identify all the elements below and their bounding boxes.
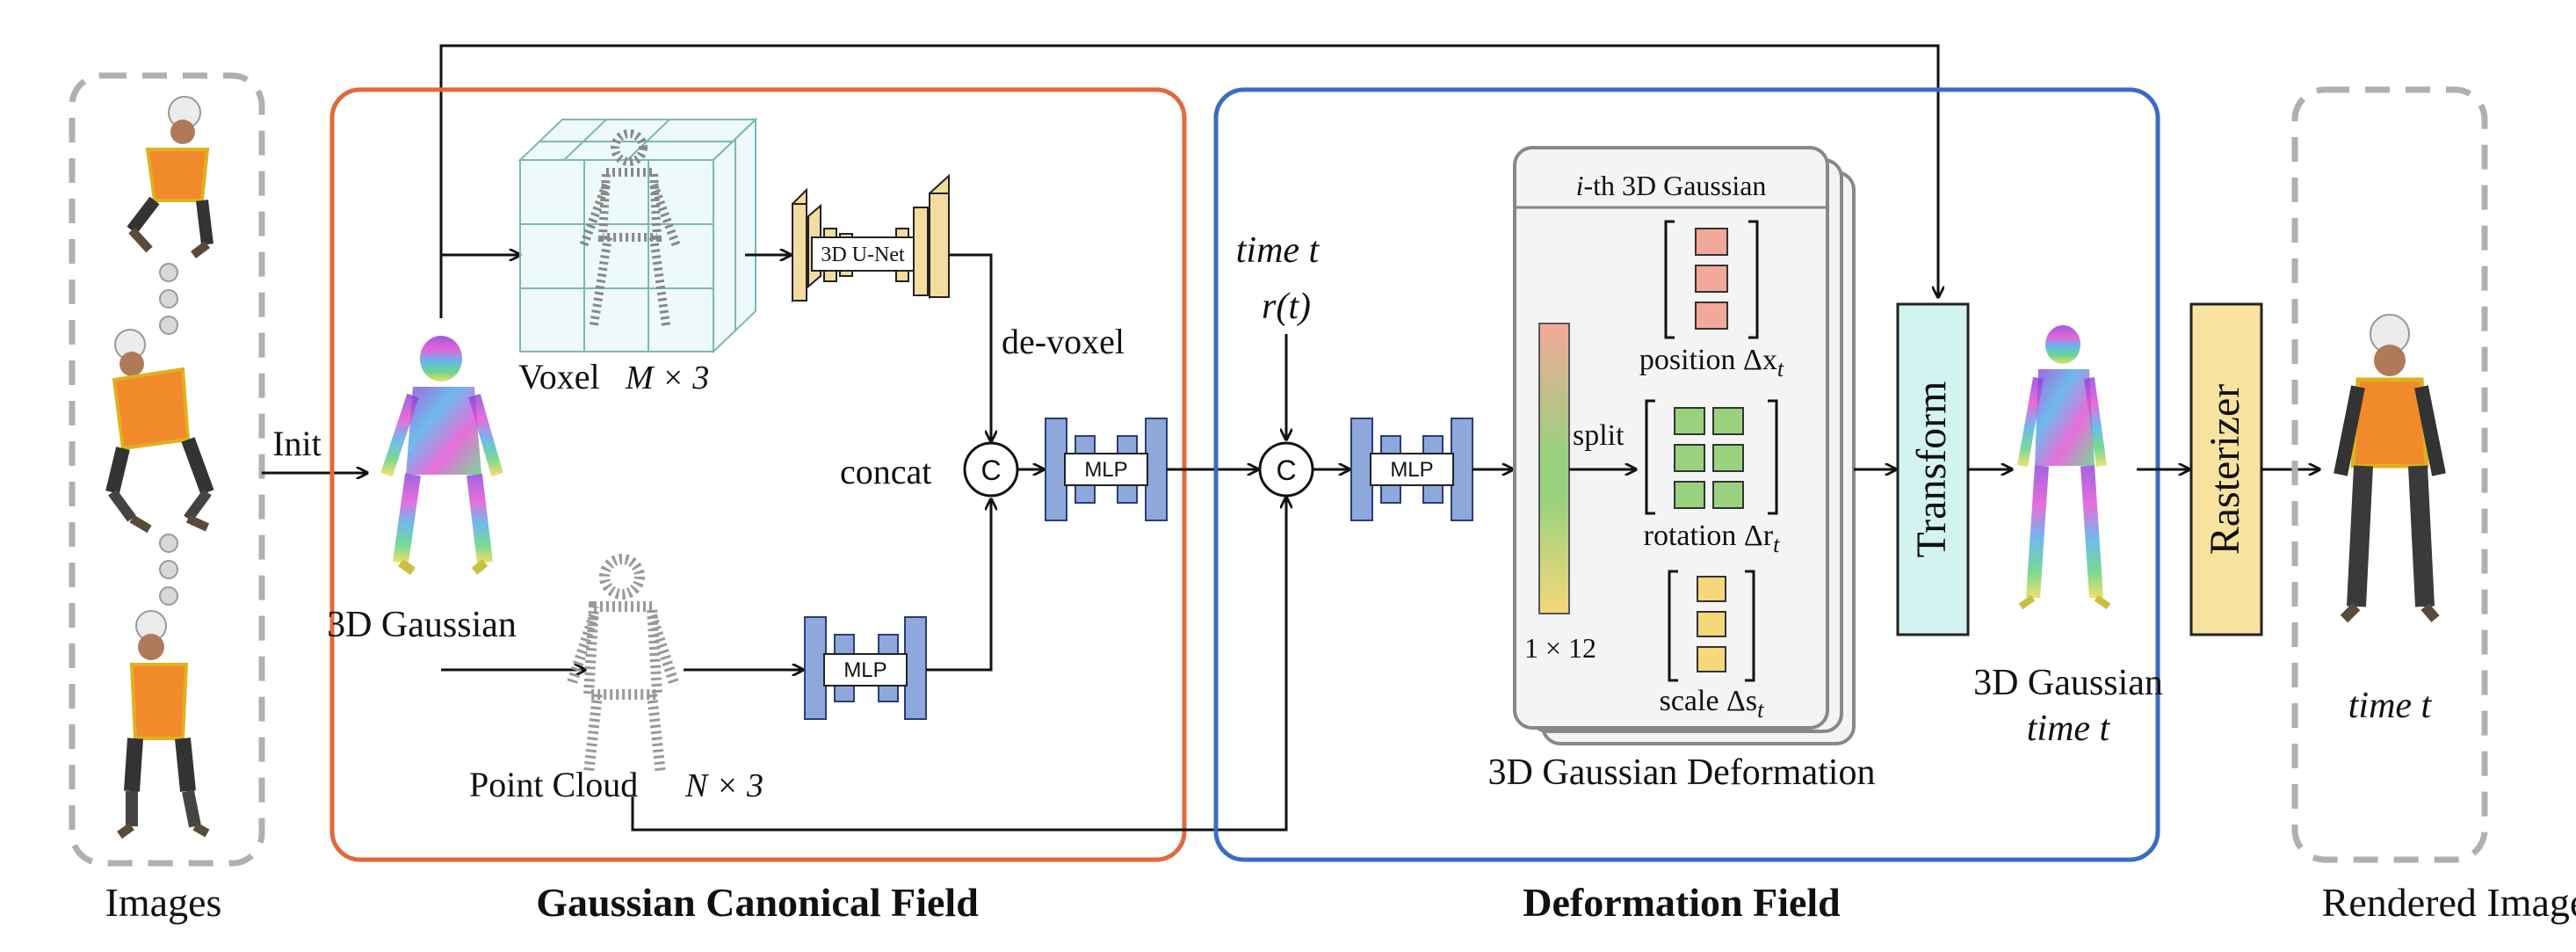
- r-t-label: r(t): [1262, 287, 1311, 327]
- mlp-1-label-box: [823, 653, 908, 687]
- dot-icon: [159, 586, 178, 606]
- mlp-3-label-box: [1370, 453, 1454, 486]
- rotation-matrix: [1645, 399, 1778, 515]
- canonical-field-border: [329, 87, 1187, 862]
- init-label: Init: [272, 424, 322, 463]
- gaussian-point-figure: [380, 336, 503, 576]
- devoxel-label: de-voxel: [1002, 322, 1125, 361]
- gaussian-3d-label: 3D Gaussian: [327, 605, 517, 645]
- images-dashed-box: [69, 72, 265, 867]
- gaussian-canonical-field: 3D Gaussian Voxel M × 3: [327, 87, 1187, 925]
- gaussian-time-line2: time t: [2027, 709, 2111, 749]
- dot-icon: [159, 560, 178, 579]
- rendered-dashed-box: [2291, 86, 2488, 863]
- time-t-label: time t: [1236, 230, 1321, 271]
- dot-icon: [159, 263, 178, 282]
- input-image-1: [127, 96, 213, 258]
- position-matrix: [1664, 220, 1759, 339]
- deformation-field-border: [1213, 87, 2160, 862]
- gaussian-vector: [1538, 323, 1570, 614]
- devoxel-arrow: [949, 253, 991, 441]
- concat-label: concat: [840, 452, 931, 491]
- rendered-image-label: Rendered Image: [2322, 880, 2576, 925]
- point-dim-label: N × 3: [684, 767, 763, 804]
- transform-label: Transform: [1908, 382, 1955, 558]
- split-label: split: [1573, 419, 1624, 452]
- skip-connection-line: [439, 44, 1938, 318]
- dot-icon: [159, 534, 178, 553]
- vector-dim-label: 1 × 12: [1524, 632, 1596, 664]
- scale-matrix: [1668, 570, 1755, 682]
- voxel-label: Voxel: [518, 357, 600, 396]
- point-cloud-figure: [566, 554, 680, 774]
- output-time-label: time t: [2348, 686, 2433, 726]
- concat-node-1-symbol: C: [980, 454, 1001, 486]
- rasterizer-label: Rasterizer: [2202, 384, 2248, 556]
- rotation-label: rotation Δrt: [1644, 520, 1780, 557]
- rasterizer-block: [2189, 302, 2263, 636]
- mlp-2-label: MLP: [1084, 458, 1127, 482]
- input-image-2: [105, 329, 214, 534]
- ith-gaussian-label: i-th 3D Gaussian: [1576, 170, 1767, 201]
- voxel-dim-label: M × 3: [625, 360, 709, 396]
- canonical-field-title: Gaussian Canonical Field: [536, 880, 979, 925]
- images-label: Images: [105, 880, 222, 925]
- gaussian-time-line1: 3D Gaussian: [1973, 663, 2163, 703]
- gaussian-deformation-label: 3D Gaussian Deformation: [1488, 752, 1876, 793]
- scale-label: scale Δst: [1660, 685, 1765, 723]
- input-images-panel: Images: [69, 72, 265, 925]
- input-image-3: [117, 610, 210, 839]
- gaussian-card-front: [1513, 146, 1829, 730]
- mlp-3-label: MLP: [1390, 458, 1433, 482]
- mlp-1-label: MLP: [843, 658, 886, 682]
- dot-icon: [159, 289, 178, 309]
- unet-label-box: [811, 236, 915, 272]
- rendered-person: [2334, 314, 2446, 623]
- deformation-field: time t r(t) C MLP i-th 3D Gaussian 1 × 1…: [1213, 87, 2163, 925]
- rendered-image-panel: time t Rendered Image: [2291, 86, 2576, 925]
- voxel-point-figure: [579, 129, 681, 326]
- dot-icon: [159, 316, 178, 335]
- voxel-grid: [517, 117, 758, 354]
- point-cloud-label: Point Cloud: [469, 765, 638, 804]
- mlp-2-label-box: [1064, 453, 1148, 486]
- unet-label: 3D U-Net: [821, 243, 905, 266]
- pointcloud-to-concat-2: [631, 498, 1286, 832]
- concat-node-2-symbol: C: [1276, 454, 1296, 486]
- mlp-1-to-concat: [926, 499, 991, 672]
- deformed-gaussian-figure: [2017, 325, 2111, 610]
- position-label: position Δxt: [1639, 344, 1784, 382]
- deformation-field-title: Deformation Field: [1523, 880, 1841, 925]
